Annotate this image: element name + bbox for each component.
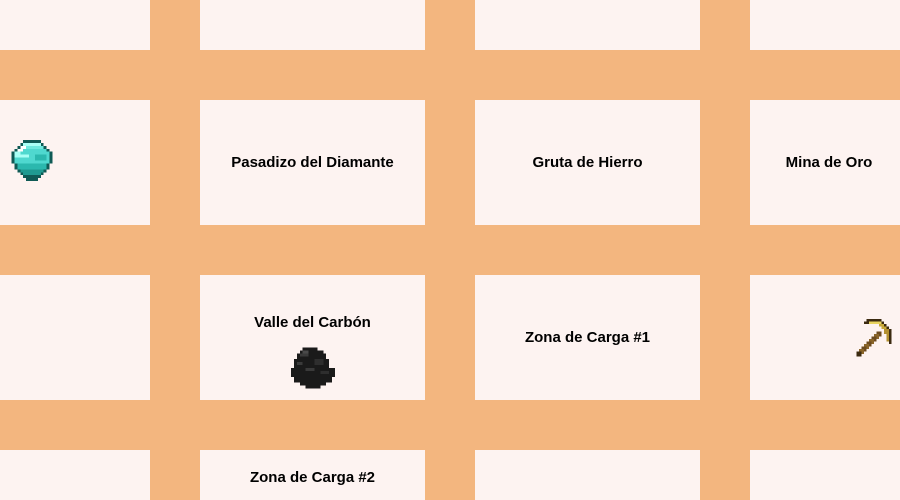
room-label: Zona de Carga #2 <box>249 469 376 486</box>
diamond-icon[interactable] <box>11 140 53 184</box>
room-label: Gruta de Hierro <box>532 154 643 171</box>
cell-r2-c1[interactable]: Valle del Carbón <box>200 275 425 400</box>
cell-r1-c3[interactable]: Mina de Oro <box>750 100 900 225</box>
room-label: Mina de Oro <box>785 154 873 171</box>
cell-r2-c0[interactable] <box>0 275 150 400</box>
pickaxe-icon[interactable] <box>854 319 894 359</box>
cell-r0-c1[interactable] <box>200 0 425 50</box>
cell-r0-c2[interactable] <box>475 0 700 50</box>
cell-r0-c3[interactable] <box>750 0 900 50</box>
cell-r1-c1[interactable]: Pasadizo del Diamante <box>200 100 425 225</box>
cell-r2-c3[interactable] <box>750 275 900 400</box>
room-label: Pasadizo del Diamante <box>231 154 394 171</box>
cell-r0-c0[interactable] <box>0 0 150 50</box>
cell-r3-c2[interactable] <box>475 450 700 500</box>
cell-r3-c1[interactable]: Zona de Carga #2 <box>200 450 425 500</box>
cell-r3-c3[interactable] <box>750 450 900 500</box>
coal-icon[interactable] <box>291 347 335 389</box>
cell-r2-c2[interactable]: Zona de Carga #1 <box>475 275 700 400</box>
cell-r1-c2[interactable]: Gruta de Hierro <box>475 100 700 225</box>
room-label: Zona de Carga #1 <box>524 329 651 346</box>
cell-r3-c0[interactable] <box>0 450 150 500</box>
cell-r1-c0[interactable] <box>0 100 150 225</box>
room-label: Valle del Carbón <box>254 314 371 331</box>
